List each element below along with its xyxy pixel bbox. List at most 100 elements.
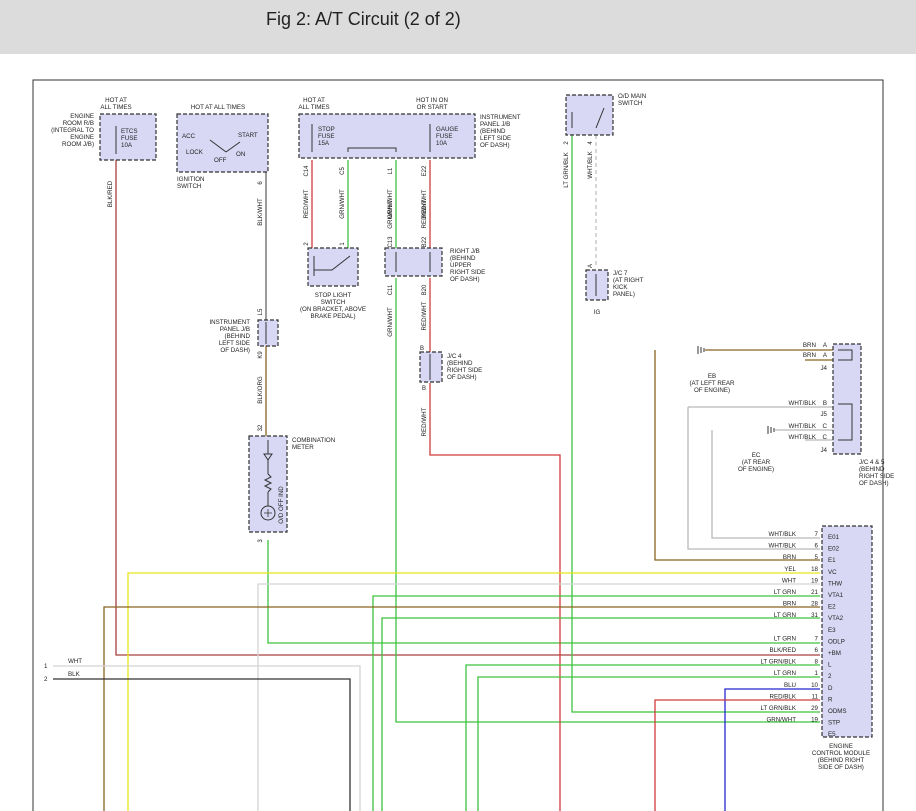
etcs-fuse-label-1: ETCS <box>121 128 138 135</box>
ipjb-box <box>298 113 476 159</box>
instrument-panel-jb-lower: L5 K9 INSTRUMENT PANEL J/B (BEHIND LEFT … <box>209 308 279 404</box>
offpage-blk-label: BLK <box>68 671 81 678</box>
eb-label-3: OF ENGINE) <box>694 387 730 394</box>
stop-light-pin-1: 1 <box>340 242 346 246</box>
jc45-pin-label: C <box>823 434 828 441</box>
ecm-wire-label: LT GRN <box>774 589 796 596</box>
jc7: A J/C 7 (AT RIGHT KICK PANEL) IG <box>585 264 644 316</box>
red-blk-r-wire <box>654 699 820 811</box>
jc45: J/C 4 & 5 (BEHIND RIGHT SIDE OF DASH) BR… <box>788 342 894 487</box>
jc7-label-1: J/C 7 <box>613 270 628 277</box>
ecm-wire-label: LT GRN <box>774 670 796 677</box>
ecm-terminal-label: E01 <box>828 534 840 541</box>
ipjb-fuse-symbols <box>311 124 431 152</box>
od-off-ind-label: O/D OFF IND <box>278 486 285 524</box>
gauge-fuse-label-1: GAUGE <box>436 126 458 133</box>
eb-label-2: (AT LEFT REAR <box>689 380 735 387</box>
ecm-label-2: CONTROL MODULE <box>812 750 870 757</box>
pin-k9: K9 <box>258 351 264 359</box>
ipjb-label-2: PANEL J/B <box>480 121 510 128</box>
ecm-pin-number: 7 <box>815 635 819 642</box>
jc45-box <box>832 343 862 455</box>
ground-points: EB (AT LEFT REAR OF ENGINE) EC (AT REAR … <box>689 346 775 473</box>
offpage-connectors: 1 2 WHT BLK <box>44 658 82 683</box>
red-wht-c14-label: RED/WHT <box>303 189 310 218</box>
jc7-box <box>585 269 609 301</box>
jc4: B B J/C 4 (BEHIND RIGHT SIDE OF DASH) RE… <box>419 346 482 436</box>
ecm-pin-number: 19 <box>811 717 818 724</box>
meter-pin-3: 3 <box>258 539 264 543</box>
figure-header-bar: Fig 2: A/T Circuit (2 of 2) <box>0 0 916 54</box>
etcs-fuse-label-3: 10A <box>121 142 133 149</box>
ipjb-hot1-text-2: ALL TIMES <box>298 104 329 111</box>
ecm-wire-label: BLK/RED <box>770 647 797 654</box>
diagram-frame <box>32 79 884 811</box>
jc45-pin-label: A <box>823 352 828 359</box>
ecm-wire-label: RED/BLK <box>770 693 797 700</box>
ipjb-label-1: INSTRUMENT <box>480 114 521 121</box>
jc45-wire-label: WHT/BLK <box>788 423 816 430</box>
jc4-label-4: OF DASH) <box>447 374 477 381</box>
jc45-wire-label: BRN <box>803 352 816 359</box>
grn-wht-stp-wire <box>395 278 820 723</box>
jc45-pin-label: J5 <box>820 411 827 418</box>
ignition-pin-6: 6 <box>258 181 264 185</box>
ecm-terminal-label: E02 <box>828 546 840 553</box>
ecm-terminal-label: +BM <box>828 650 841 657</box>
brn-e1-wire <box>654 350 820 561</box>
ecm-pin-number: 6 <box>815 543 819 550</box>
od-pin-2: 2 <box>564 141 570 145</box>
right-jb-label-4: RIGHT SIDE <box>450 269 485 276</box>
ipjb2-label-5: OF DASH) <box>220 347 250 354</box>
gauge-fuse-label-2: FUSE <box>436 133 453 140</box>
ipjb-label-5: OF DASH) <box>480 142 510 149</box>
ecm-wire-label: GRN/WHT <box>766 717 796 724</box>
stop-fuse-label-3: 15A <box>318 140 330 147</box>
jc45-label-2: (BEHIND <box>859 466 885 473</box>
red-wht-b-label: RED/WHT <box>421 407 428 436</box>
engine-room-label-2: ROOM R/B <box>63 120 94 127</box>
lt-grn-2-wire <box>477 676 820 811</box>
pin-l5: L5 <box>258 308 264 315</box>
ecm-pin-number: 11 <box>812 693 819 700</box>
ecm-terminal-label: E2 <box>828 604 836 611</box>
ecm-terminal-label: ODLP <box>828 638 845 645</box>
jc4-label-2: (BEHIND <box>447 360 473 367</box>
ecm-terminal-label: E5 <box>828 731 836 738</box>
ec-label-3: OF ENGINE) <box>738 466 774 473</box>
blu-d-wire <box>724 688 820 811</box>
offpage-wht-label: WHT <box>68 658 82 665</box>
ecm-pin-number: 1 <box>815 670 819 677</box>
ecm-pin-number: 7 <box>815 531 819 538</box>
ecm-pin-number: 10 <box>811 682 818 689</box>
ignition-label-2: SWITCH <box>177 183 201 190</box>
jc4-pin-top: B <box>420 346 424 352</box>
ecm-pin-number: 21 <box>811 589 818 596</box>
od-pin-4: 4 <box>588 141 594 145</box>
jc45-pin-label: J4 <box>820 447 827 454</box>
ecm-pin-number: 6 <box>815 647 819 654</box>
blk-red-wire <box>115 160 820 656</box>
red-wht-b22-label: RED/WHT <box>421 199 428 228</box>
pin-c11: C11 <box>388 284 394 295</box>
ecm-wire-label: LT GRN <box>774 635 796 642</box>
ipjb-hot2-text-2: OR START <box>417 104 448 111</box>
ecm-terminal-label: E3 <box>828 627 836 634</box>
ipjb-hot1-text-1: HOT AT <box>303 97 325 104</box>
engine-room-hot-text-1: HOT AT <box>105 97 127 104</box>
ecm-terminal-label: VC <box>828 569 837 576</box>
engine-room-label-5: ROOM J/B) <box>62 141 94 148</box>
engine-room-label-1: ENGINE <box>70 113 94 120</box>
grn-wht-c13-label: GRN/WHT <box>387 199 394 229</box>
ecm-terminal-label: THW <box>828 580 842 587</box>
ecm-label-4: SIDE OF DASH) <box>818 764 864 771</box>
jc4-pin-bottom: B <box>422 386 426 392</box>
ecm-terminal-label: VTA2 <box>828 615 844 622</box>
jc45-bus-symbol <box>838 349 853 441</box>
ecm-terminal-label: L <box>828 662 832 669</box>
jc7-pin-a: A <box>588 264 594 268</box>
wht-blk-od-label: WHT/BLK <box>587 150 594 178</box>
ec-label-2: (AT REAR <box>742 459 771 466</box>
eb-label-1: EB <box>708 373 716 380</box>
